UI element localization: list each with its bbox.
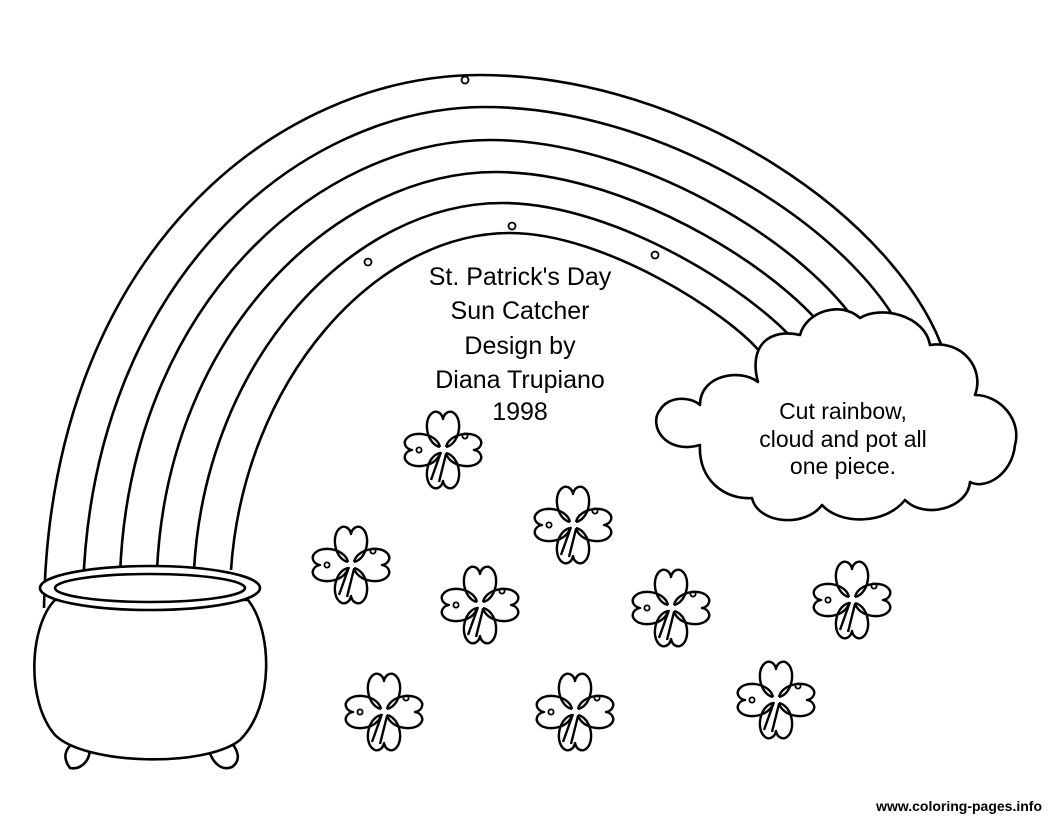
rainbow xyxy=(42,73,947,609)
rainbow-band-5 xyxy=(192,201,802,571)
title-line-4: Diana Trupiano xyxy=(435,366,605,394)
title-line-3: Design by xyxy=(464,332,576,360)
rainbow-band-1 xyxy=(42,73,947,609)
pot-body xyxy=(33,598,268,761)
hole xyxy=(650,250,660,260)
hole xyxy=(460,75,470,85)
cloud-line-1: Cut rainbow, xyxy=(779,398,907,424)
shamrock xyxy=(812,560,892,640)
cloud-line-2: cloud and pot all xyxy=(759,426,927,452)
title-line-1: St. Patrick's Day xyxy=(428,263,612,291)
shamrock xyxy=(533,485,613,565)
pot-of-gold xyxy=(33,564,268,770)
title-line-2: Sun Catcher xyxy=(450,297,590,325)
shamrock xyxy=(631,568,711,648)
watermark: www.coloring-pages.info xyxy=(876,798,1042,814)
rainbow-band-4 xyxy=(155,170,837,571)
shamrock xyxy=(440,565,520,645)
shamrock xyxy=(311,525,391,605)
title-line-5: 1998 xyxy=(492,398,548,426)
rainbow-holes xyxy=(363,75,660,267)
cloud xyxy=(654,308,1018,522)
pot-opening xyxy=(53,572,247,604)
hole xyxy=(507,221,517,231)
rainbow-band-3 xyxy=(118,138,872,576)
rainbow-band-6 xyxy=(229,231,762,571)
shamrock xyxy=(736,660,816,740)
shamrock xyxy=(535,672,615,752)
cloud-line-3: one piece. xyxy=(789,453,897,479)
shamrock xyxy=(344,672,424,752)
rainbow-band-2 xyxy=(81,105,912,591)
hole xyxy=(363,257,373,267)
